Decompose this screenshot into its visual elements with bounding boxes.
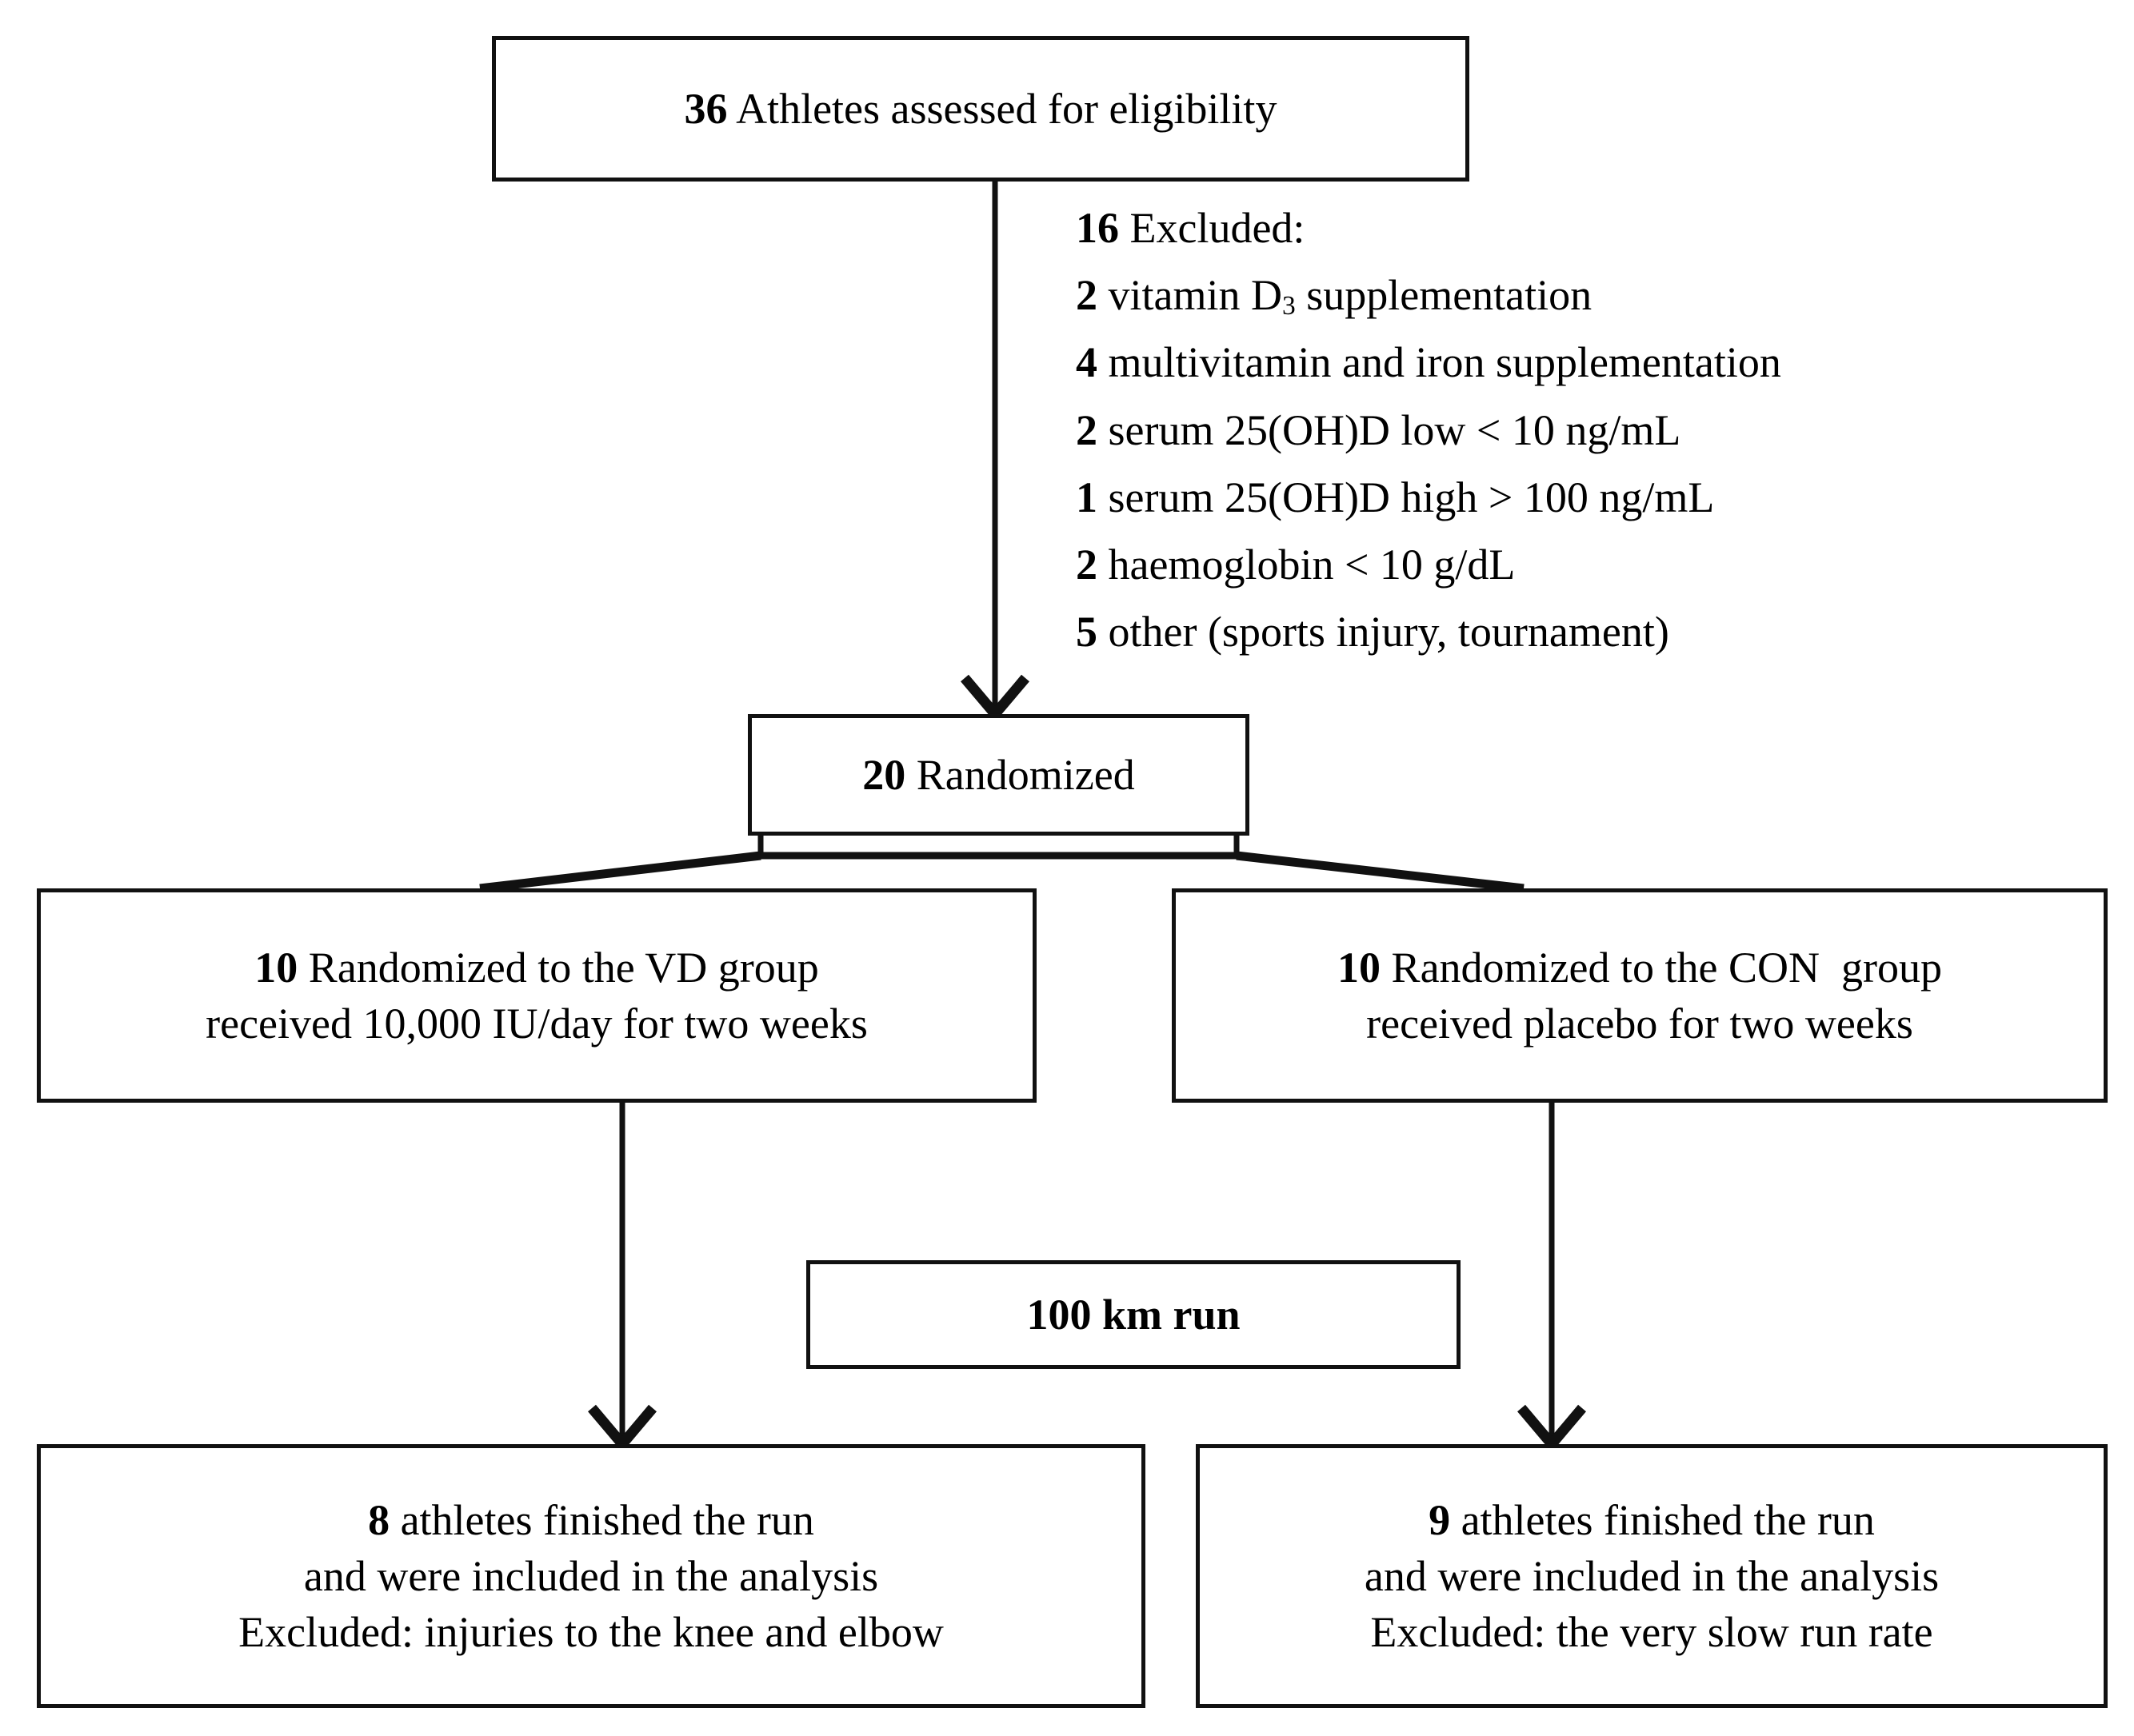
node-vd-outcome-line1: 8 athletes finished the run xyxy=(368,1492,814,1548)
exclusion-item-label: other (sports injury, tournament) xyxy=(1097,608,1669,656)
exclusion-item-serum-low: 2 serum 25(OH)D low < 10 ng/mL xyxy=(1076,397,2116,464)
exclusion-item-label: serum 25(OH)D high > 100 ng/mL xyxy=(1097,473,1715,521)
node-randomized-count: 20 xyxy=(862,750,906,799)
node-con-group-line2: received placebo for two weeks xyxy=(1366,1000,1913,1048)
node-vd-outcome-count: 8 xyxy=(368,1495,390,1544)
node-assessed-for-eligibility: 36 Athletes assessed for eligibility xyxy=(492,36,1469,182)
edge-randomized-split xyxy=(479,836,1525,893)
node-assessed-label: Athletes assessed for eligibility xyxy=(727,84,1277,133)
node-con-group-label: Randomized to the CON group xyxy=(1381,943,1942,992)
exclusion-item-label: multivitamin and iron supplementation xyxy=(1097,338,1781,387)
exclusion-item-count: 4 xyxy=(1076,338,1097,387)
node-con-group-count: 10 xyxy=(1337,943,1381,992)
exclusion-item-count: 5 xyxy=(1076,608,1097,656)
exclusion-item-other: 5 other (sports injury, tournament) xyxy=(1076,598,2116,665)
exclusion-item-multivitamin-iron: 4 multivitamin and iron supplementation xyxy=(1076,329,2116,396)
exclusion-item-haemoglobin: 2 haemoglobin < 10 g/dL xyxy=(1076,531,2116,598)
node-con-outcome-line2: and were included in the analysis xyxy=(1364,1551,1940,1600)
node-100-km-run-label: 100 km run xyxy=(1026,1290,1241,1339)
exclusion-heading-label: Excluded: xyxy=(1119,204,1305,252)
exclusion-item-count: 1 xyxy=(1076,473,1097,521)
node-vd-outcome-label: athletes finished the run xyxy=(390,1495,814,1544)
exclusion-item-label: serum 25(OH)D low < 10 ng/mL xyxy=(1097,405,1681,454)
exclusion-heading: 16 Excluded: xyxy=(1076,194,2116,261)
node-100-km-run: 100 km run xyxy=(806,1260,1461,1369)
node-vd-group: 10 Randomized to the VD group received 1… xyxy=(37,888,1037,1103)
exclusion-item-label: vitamin D xyxy=(1097,271,1282,320)
exclusion-item-serum-high: 1 serum 25(OH)D high > 100 ng/mL xyxy=(1076,464,2116,531)
node-assessed-text: 36 Athletes assessed for eligibility xyxy=(685,81,1277,137)
node-con-outcome: 9 athletes finished the run and were inc… xyxy=(1196,1444,2108,1708)
exclusion-item-label: haemoglobin < 10 g/dL xyxy=(1097,541,1516,589)
exclusion-item-count: 2 xyxy=(1076,271,1097,320)
node-assessed-count: 36 xyxy=(684,84,728,133)
node-con-outcome-count: 9 xyxy=(1429,1495,1451,1544)
subscript-3: 3 xyxy=(1281,291,1296,321)
node-con-outcome-label: athletes finished the run xyxy=(1450,1495,1875,1544)
edge-assessed-to-randomized xyxy=(961,180,1029,723)
exclusion-item-count: 2 xyxy=(1076,405,1097,454)
node-con-outcome-line3: Excluded: the very slow run rate xyxy=(1370,1608,1933,1657)
exclusion-item-vitamin-d3: 2 vitamin D3 supplementation xyxy=(1076,261,2116,329)
node-vd-group-count: 10 xyxy=(254,943,298,992)
node-vd-outcome-line3: Excluded: injuries to the knee and elbow xyxy=(238,1608,944,1657)
node-randomized: 20 Randomized xyxy=(748,714,1249,836)
node-vd-group-line1: 10 Randomized to the VD group xyxy=(254,940,818,996)
node-con-group-line1: 10 Randomized to the CON group xyxy=(1337,940,1942,996)
exclusion-list: 16 Excluded: 2 vitamin D3 supplementatio… xyxy=(1076,194,2116,666)
node-con-group: 10 Randomized to the CON group received … xyxy=(1172,888,2108,1103)
node-con-outcome-line1: 9 athletes finished the run xyxy=(1429,1492,1875,1548)
node-randomized-text: 20 Randomized xyxy=(862,747,1134,803)
exclusion-item-count: 2 xyxy=(1076,541,1097,589)
edge-vd-group-to-vd-outcome xyxy=(588,1103,657,1453)
node-vd-outcome-line2: and were included in the analysis xyxy=(303,1551,879,1600)
node-vd-group-label: Randomized to the VD group xyxy=(298,943,819,992)
node-randomized-label: Randomized xyxy=(905,750,1135,799)
edge-con-group-to-con-outcome xyxy=(1517,1103,1586,1453)
exclusion-heading-count: 16 xyxy=(1076,204,1119,252)
node-vd-group-line2: received 10,000 IU/day for two weeks xyxy=(206,1000,868,1048)
exclusion-item-label-tail: supplementation xyxy=(1295,271,1593,320)
node-vd-outcome: 8 athletes finished the run and were inc… xyxy=(37,1444,1145,1708)
